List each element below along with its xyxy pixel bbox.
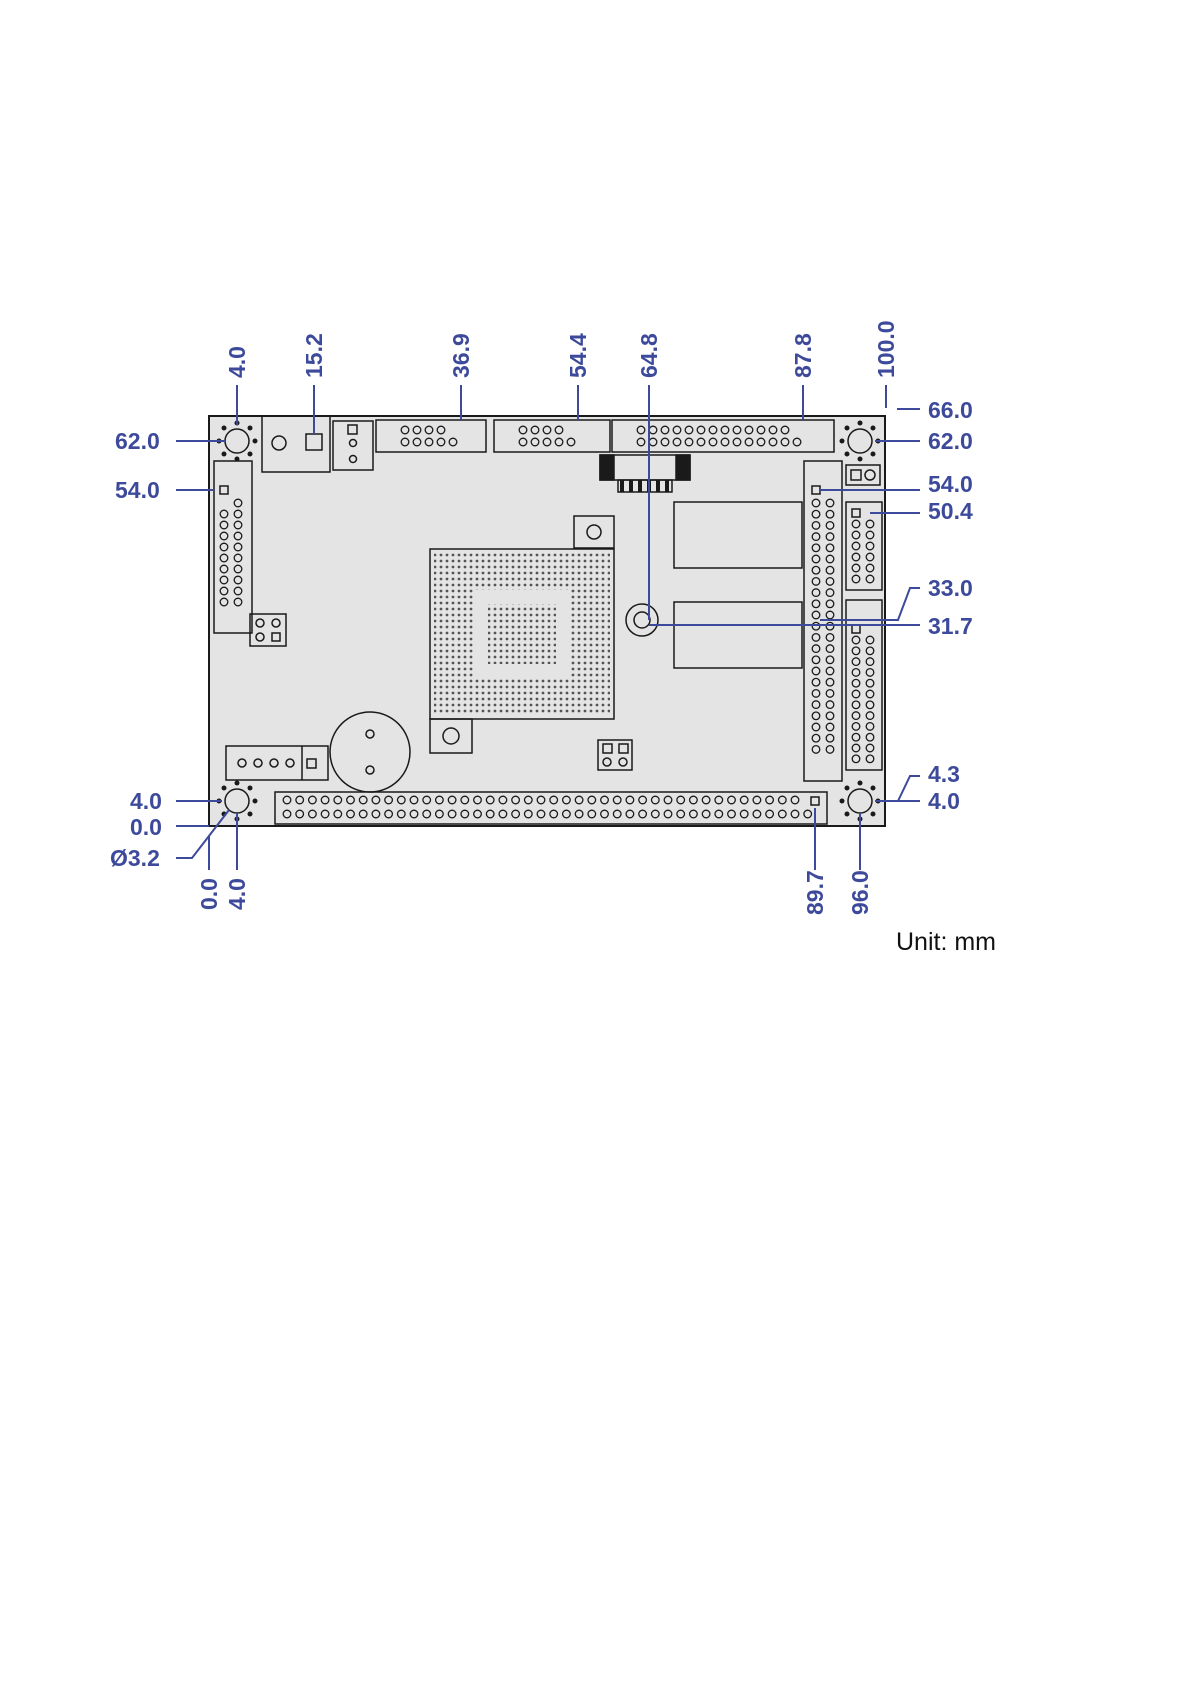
dim-top-87-8: 87.8	[790, 333, 816, 378]
dim-right-54-0: 54.0	[928, 471, 973, 497]
dim-top-15-2: 15.2	[301, 333, 327, 378]
dim-left-62-0: 62.0	[115, 428, 160, 454]
cpu-bga	[430, 549, 614, 719]
unit-label: Unit: mm	[896, 928, 996, 956]
dim-right-4-0: 4.0	[928, 788, 960, 814]
bottom-dimensions: 0.0 4.0 89.7 96.0	[196, 870, 873, 915]
dim-top-4-0: 4.0	[224, 346, 250, 378]
left-dimensions: 62.0 54.0 4.0 0.0 Ø3.2	[110, 428, 162, 871]
dim-left-0-0: 0.0	[130, 814, 162, 840]
dim-bottom-4-0: 4.0	[224, 878, 250, 910]
dim-right-31-7: 31.7	[928, 613, 973, 639]
dim-right-66-0: 66.0	[928, 397, 973, 423]
dim-left-hole-diameter: Ø3.2	[110, 845, 160, 871]
dim-bottom-0-0: 0.0	[196, 878, 222, 910]
top-dimensions: 4.0 15.2 36.9 54.4 64.8 87.8 100.0	[224, 320, 899, 378]
dim-left-54-0: 54.0	[115, 477, 160, 503]
dim-top-64-8: 64.8	[636, 333, 662, 378]
dim-right-62-0: 62.0	[928, 428, 973, 454]
right-dimensions: 66.0 62.0 54.0 50.4 33.0 31.7 4.3 4.0	[928, 397, 973, 814]
dim-right-33-0: 33.0	[928, 575, 973, 601]
dim-right-50-4: 50.4	[928, 498, 973, 524]
dim-top-100-0: 100.0	[873, 320, 899, 378]
dim-bottom-96-0: 96.0	[847, 870, 873, 915]
dim-right-4-3: 4.3	[928, 761, 960, 787]
dim-top-36-9: 36.9	[448, 333, 474, 378]
dim-top-54-4: 54.4	[565, 333, 591, 378]
dim-bottom-89-7: 89.7	[802, 870, 828, 915]
dim-left-4-0: 4.0	[130, 788, 162, 814]
